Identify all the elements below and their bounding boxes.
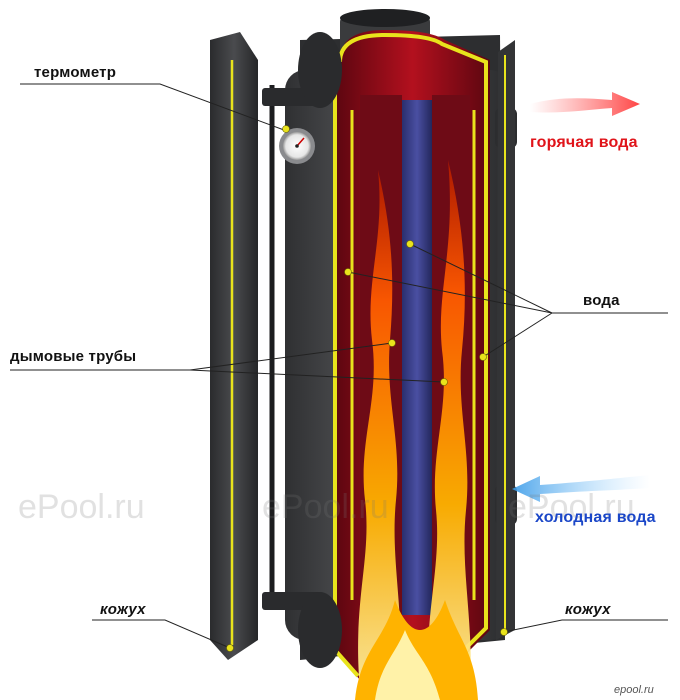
casing-left-panel: [210, 32, 258, 660]
corner-badge: epool.ru: [614, 684, 654, 696]
leader-casing-right: [503, 619, 668, 633]
watermark: ePool.ru: [262, 488, 389, 526]
marker-water-2: [344, 268, 352, 276]
flames: [355, 160, 478, 700]
marker-smoke-1: [388, 339, 396, 347]
hot-water-arrow: [530, 92, 640, 116]
leader-smoke-1: [189, 342, 393, 371]
label-water: вода: [583, 292, 620, 309]
leader-lines: [10, 83, 668, 649]
leader-casing-left: [92, 619, 231, 649]
watermark: ePool.ru: [508, 488, 635, 526]
marker-water-3: [479, 353, 487, 361]
leader-smoke-2: [189, 369, 445, 383]
cold-water-arrow: [512, 475, 650, 502]
label-casing-right: кожух: [565, 601, 611, 618]
label-hot-water: горячая вода: [530, 134, 638, 151]
label-casing-left: кожух: [100, 601, 146, 618]
watermark: ePool.ru: [18, 488, 145, 526]
label-smoke-pipes: дымовые трубы: [10, 348, 137, 365]
marker-thermometer: [282, 125, 290, 133]
thermometer-gauge: [279, 128, 315, 164]
marker-casing-left: [226, 644, 234, 652]
leader-water-2: [347, 271, 553, 314]
leader-water-1: [409, 243, 553, 314]
marker-smoke-2: [440, 378, 448, 386]
marker-water-1: [406, 240, 414, 248]
label-thermometer: термометр: [34, 64, 117, 81]
leader-thermometer: [20, 83, 285, 131]
label-cold-water: холодная вода: [535, 509, 656, 526]
markers: [226, 125, 508, 652]
leader-water-3: [482, 312, 553, 358]
marker-casing-right: [500, 628, 508, 636]
smoke-pipe-center: [402, 100, 432, 615]
